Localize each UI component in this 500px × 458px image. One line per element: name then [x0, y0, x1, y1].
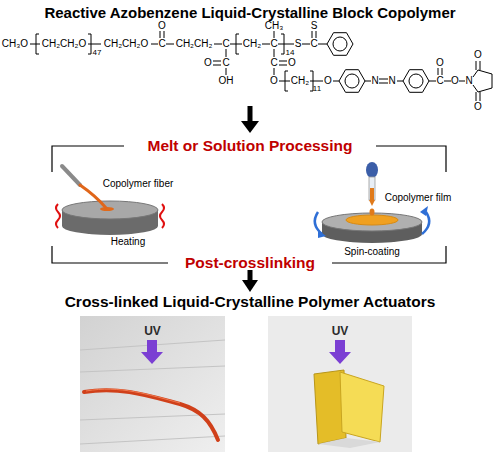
photo-fiber [80, 316, 225, 452]
benzene-ring [409, 74, 423, 88]
atom-label: CH₃O [2, 39, 28, 49]
spin-coater [369, 200, 375, 206]
flow-arrow [242, 280, 258, 292]
benzene-ring [339, 70, 365, 93]
spin-coater [346, 215, 398, 225]
uv-label: UV [268, 316, 412, 338]
photo-film [268, 316, 412, 452]
atom-label: C [310, 39, 317, 49]
atom-label: CH₃ [265, 21, 284, 31]
bond-lines [30, 31, 492, 101]
photo-fiber [86, 389, 180, 403]
heating-plate [80, 185, 106, 208]
flow-arrow [241, 121, 259, 133]
heating-plate [62, 166, 80, 185]
spin-coater [370, 188, 374, 200]
benzene-ring [333, 37, 347, 51]
atom-label: C [158, 39, 165, 49]
spin-coater [370, 209, 375, 216]
atom-label: C [222, 39, 229, 49]
diagram-title: Reactive Azobenzene Liquid-Crystalline B… [44, 5, 455, 20]
photo-fiber [84, 390, 218, 440]
section-heading: Cross-linked Liquid-Crystalline Polymer … [65, 294, 436, 310]
bond-lines [473, 61, 492, 101]
photo-fiber [80, 316, 225, 452]
bracket-line [52, 146, 446, 263]
spin-coater [420, 206, 428, 216]
atom-label: O [474, 102, 482, 112]
atom-label: CH₂ [291, 76, 309, 86]
atom-label: O [288, 58, 296, 68]
photo-film [329, 340, 351, 364]
photo-panel: UV [268, 316, 412, 452]
spin-coater [318, 230, 326, 238]
atom-label: CH₂CH₂O [42, 39, 86, 49]
bond-lines [160, 31, 316, 38]
flow-arrow [248, 106, 253, 123]
atom-label: O [204, 58, 212, 68]
benzene-ring [327, 33, 429, 93]
heating-plate [62, 201, 158, 219]
atom-label: O [270, 76, 278, 86]
photo-film [268, 316, 412, 452]
atom-label: N [371, 76, 378, 86]
benzene-ring [327, 33, 353, 56]
step-heading: Post-crosslinking [185, 255, 315, 271]
spin-coater [366, 162, 378, 178]
photo-panel: UV [80, 316, 225, 452]
spin-coater [369, 177, 375, 200]
spin-coater [322, 213, 422, 231]
part-caption: Copolymer fiber [103, 179, 174, 189]
benzene-ring [403, 70, 429, 93]
atom-label: O [451, 76, 459, 86]
atom-label: C [222, 58, 229, 68]
atom-label: O [474, 50, 482, 60]
part-caption: Heating [111, 237, 145, 247]
heating-plate [56, 166, 164, 235]
atom-label: C [270, 39, 277, 49]
atom-label: O [436, 58, 444, 68]
heating-plate [160, 204, 164, 228]
heating-plate [56, 204, 60, 228]
bond-lines [36, 34, 313, 91]
step-heading: Melt or Solution Processing [148, 138, 353, 154]
repeat-count: 11 [313, 85, 321, 93]
atom-label: OH [219, 76, 234, 86]
atom-label: S [295, 39, 302, 49]
atom-label: C [436, 76, 443, 86]
benzene-ring [345, 74, 359, 88]
uv-label: UV [80, 316, 225, 338]
repeat-count: 14 [286, 49, 295, 57]
atom-label: N [465, 76, 472, 86]
atom-label: O [158, 21, 166, 31]
photo-film [340, 372, 384, 442]
atom-label: CH₂ [243, 39, 261, 49]
part-caption: Spin-coating [344, 247, 400, 257]
atom-label: C [270, 58, 277, 68]
part-caption: Copolymer film [385, 193, 452, 203]
photo-fiber [80, 340, 225, 444]
photo-fiber [141, 340, 163, 364]
atom-label: N [388, 76, 395, 86]
atom-label: S [311, 21, 318, 31]
atom-label: O [324, 76, 332, 86]
photo-film [318, 438, 380, 448]
repeat-count: 47 [93, 49, 102, 57]
atom-label: CH₂CH₂O [104, 39, 148, 49]
atom-label: CH₂CH₂ [176, 39, 213, 49]
